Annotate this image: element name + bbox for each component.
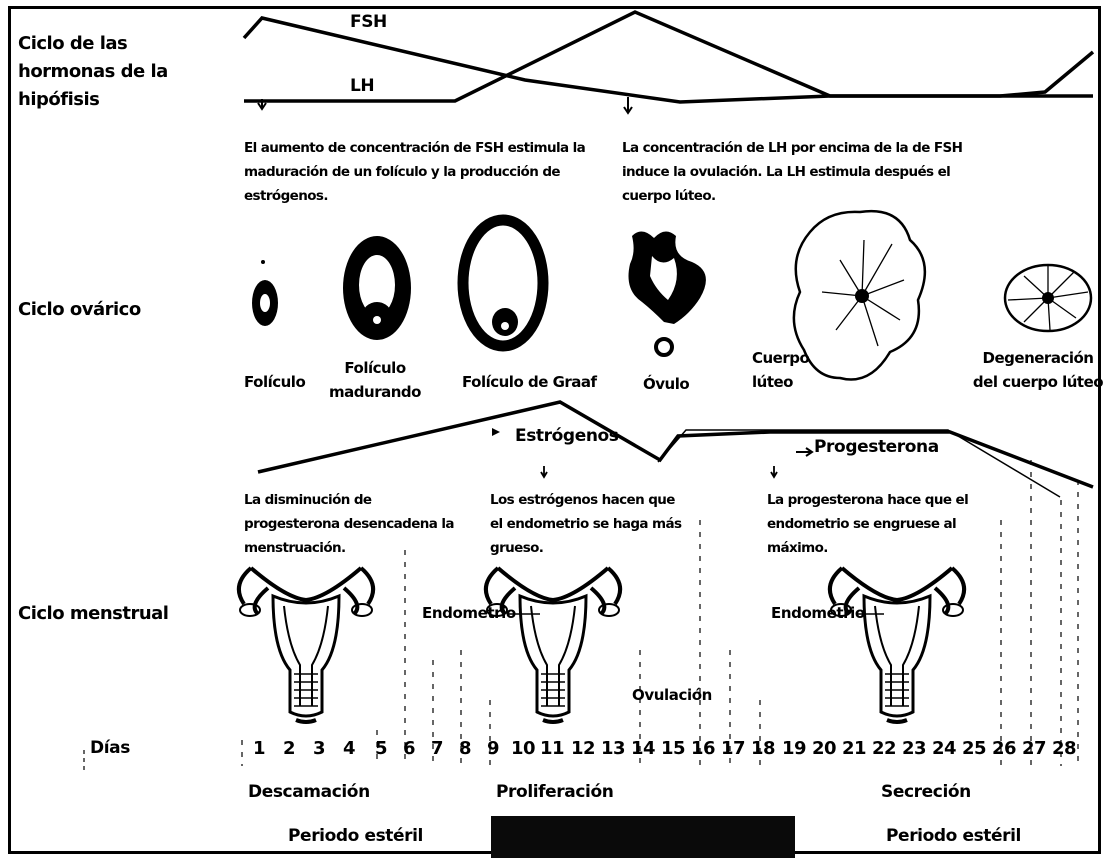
degenerating-corpus-luteum-icon (1005, 265, 1091, 331)
maturing-follicle-icon (343, 236, 411, 340)
ovum-icon (656, 339, 672, 355)
follicle-icon (252, 260, 278, 326)
estrogen-curve (258, 402, 1093, 487)
corpus-luteum-icon (794, 211, 925, 379)
fertile-period-block (491, 816, 795, 858)
arrow-down-icon (541, 466, 547, 477)
arrow-down-icon (771, 466, 777, 477)
arrow-down-icon (624, 97, 632, 113)
day-separators (242, 460, 1078, 766)
pointer-icon (492, 428, 500, 436)
pointer-icon (796, 448, 812, 456)
lh-curve (244, 12, 1093, 101)
uterus-icon (239, 568, 373, 722)
fsh-curve (244, 18, 1093, 102)
progesterone-curve (658, 430, 1060, 497)
graaf-follicle-icon (463, 220, 543, 346)
ruptured-follicle-icon (629, 231, 706, 324)
uterus-icon (486, 568, 620, 722)
uterus-icon (830, 568, 964, 722)
